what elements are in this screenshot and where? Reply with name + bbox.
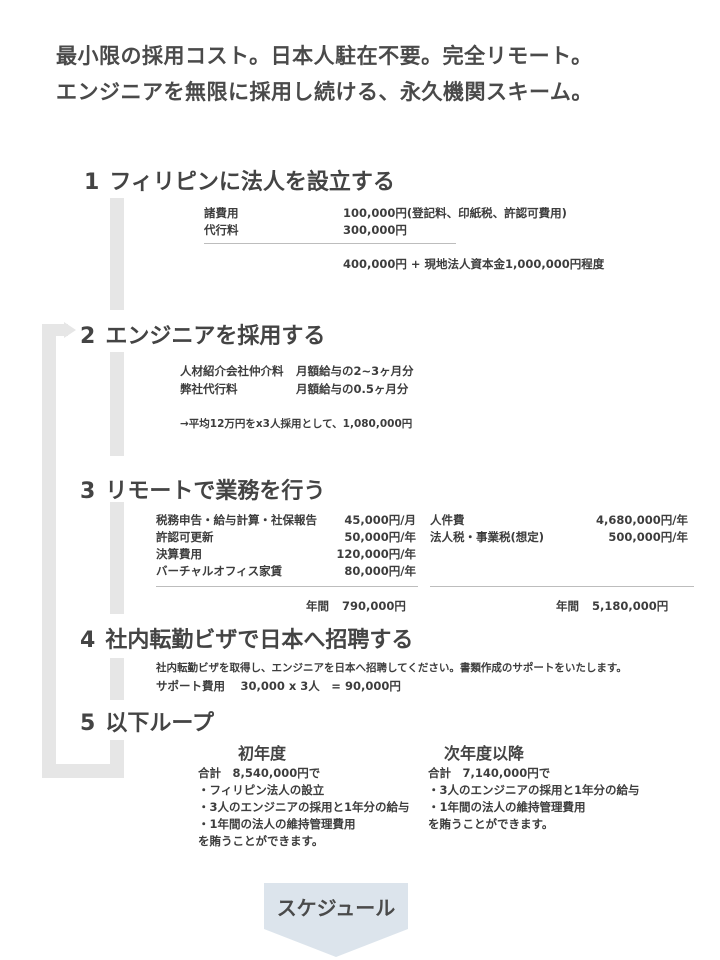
schedule-banner: スケジュール bbox=[264, 883, 408, 929]
cost-value: 120,000円/年 bbox=[336, 547, 416, 561]
loop-arrowhead-icon bbox=[64, 322, 76, 338]
connector-2-3 bbox=[110, 352, 124, 456]
cost-value: 80,000円/年 bbox=[344, 564, 416, 578]
annual-label: 年間 bbox=[306, 599, 329, 613]
first-year-heading: 初年度 bbox=[238, 744, 287, 763]
cost-value: 月額給与の0.5ヶ月分 bbox=[296, 382, 409, 396]
section-3-title: 3 リモートで業務を行う bbox=[80, 473, 325, 505]
section-title-text: 社内転勤ビザで日本へ招聘する bbox=[105, 628, 414, 653]
cost-value: 4,680,000円/年 bbox=[596, 513, 688, 527]
annual-label: 年間 bbox=[556, 599, 579, 613]
section-2-note: →平均12万円をx3人採用として、1,080,000円 bbox=[180, 418, 413, 430]
first-year-line: ・3人のエンジニアの採用と1年分の給与 bbox=[198, 800, 410, 814]
cost-value: 月額給与の2~3ヶ月分 bbox=[296, 364, 414, 378]
next-year-line: 合計 7,140,000円で bbox=[428, 766, 551, 780]
connector-4-5 bbox=[110, 658, 124, 700]
section-title-text: 以下ループ bbox=[105, 711, 214, 736]
next-year-line: ・1年間の法人の維持管理費用 bbox=[428, 800, 586, 814]
loop-top bbox=[42, 324, 68, 336]
cost-label: 税務申告・給与計算・社保報告 bbox=[156, 513, 317, 527]
section-4-title: 4 社内転勤ビザで日本へ招聘する bbox=[80, 622, 413, 654]
section-title-text: リモートで業務を行う bbox=[105, 479, 326, 504]
next-year-line: を賄うことができます。 bbox=[428, 817, 554, 831]
cost-value: 50,000円/年 bbox=[344, 530, 416, 544]
cost-label: 法人税・事業税(想定) bbox=[430, 530, 545, 544]
schedule-label: スケジュール bbox=[276, 895, 396, 920]
first-year-line: 合計 8,540,000円で bbox=[198, 766, 321, 780]
schedule-arrow-icon bbox=[264, 929, 408, 957]
first-year-line: を賄うことができます。 bbox=[198, 834, 324, 848]
section-number: 4 bbox=[80, 628, 96, 653]
divider bbox=[204, 243, 456, 244]
section-4-description: 社内転勤ビザを取得し、エンジニアを日本へ招聘してください。書類作成のサポートをい… bbox=[156, 662, 627, 674]
section-number: 2 bbox=[80, 324, 96, 349]
section-title-text: エンジニアを採用する bbox=[105, 324, 326, 349]
loop-bottom bbox=[42, 764, 124, 778]
divider bbox=[156, 586, 418, 587]
annual-total-right: 5,180,000円 bbox=[592, 599, 669, 613]
divider bbox=[430, 586, 694, 587]
first-year-line: ・1年間の法人の維持管理費用 bbox=[198, 817, 356, 831]
section-number: 5 bbox=[80, 711, 96, 736]
section-title-text: フィリピンに法人を設立する bbox=[109, 170, 395, 195]
cost-label: 許認可更新 bbox=[156, 530, 214, 544]
cost-value: 500,000円/年 bbox=[608, 530, 688, 544]
cost-label: 弊社代行料 bbox=[180, 382, 238, 396]
headline-line-1: 最小限の採用コスト。日本人駐在不要。完全リモート。 bbox=[56, 44, 593, 68]
cost-label: バーチャルオフィス家賃 bbox=[156, 564, 283, 578]
cost-label: 人材紹介会社仲介料 bbox=[180, 364, 284, 378]
cost-label: 代行料 bbox=[204, 223, 239, 237]
cost-value: 100,000円(登記料、印紙税、許認可費用) bbox=[343, 206, 567, 220]
section-5-title: 5 以下ループ bbox=[80, 705, 214, 737]
section-number: 1 bbox=[84, 170, 100, 195]
cost-label: 決算費用 bbox=[156, 547, 202, 561]
section-number: 3 bbox=[80, 479, 96, 504]
connector-3-4 bbox=[110, 502, 124, 614]
section-1-title: 1 フィリピンに法人を設立する bbox=[84, 164, 395, 196]
cost-value: 45,000円/月 bbox=[344, 513, 416, 527]
cost-label: 人件費 bbox=[430, 513, 465, 527]
next-year-heading: 次年度以降 bbox=[444, 744, 525, 763]
annual-total-left: 790,000円 bbox=[342, 599, 406, 613]
loop-left-vertical bbox=[42, 324, 56, 778]
first-year-line: ・フィリピン法人の設立 bbox=[198, 783, 325, 797]
cost-value: 300,000円 bbox=[343, 223, 407, 237]
section-1-total: 400,000円 + 現地法人資本金1,000,000円程度 bbox=[343, 257, 605, 271]
support-fee: サポート費用 30,000 x 3人 = 90,000円 bbox=[156, 679, 401, 693]
headline-line-2: エンジニアを無限に採用し続ける、永久機関スキーム。 bbox=[56, 80, 593, 104]
section-2-title: 2 エンジニアを採用する bbox=[80, 318, 325, 350]
connector-1-2 bbox=[110, 198, 124, 310]
next-year-line: ・3人のエンジニアの採用と1年分の給与 bbox=[428, 783, 640, 797]
cost-label: 諸費用 bbox=[204, 206, 239, 220]
